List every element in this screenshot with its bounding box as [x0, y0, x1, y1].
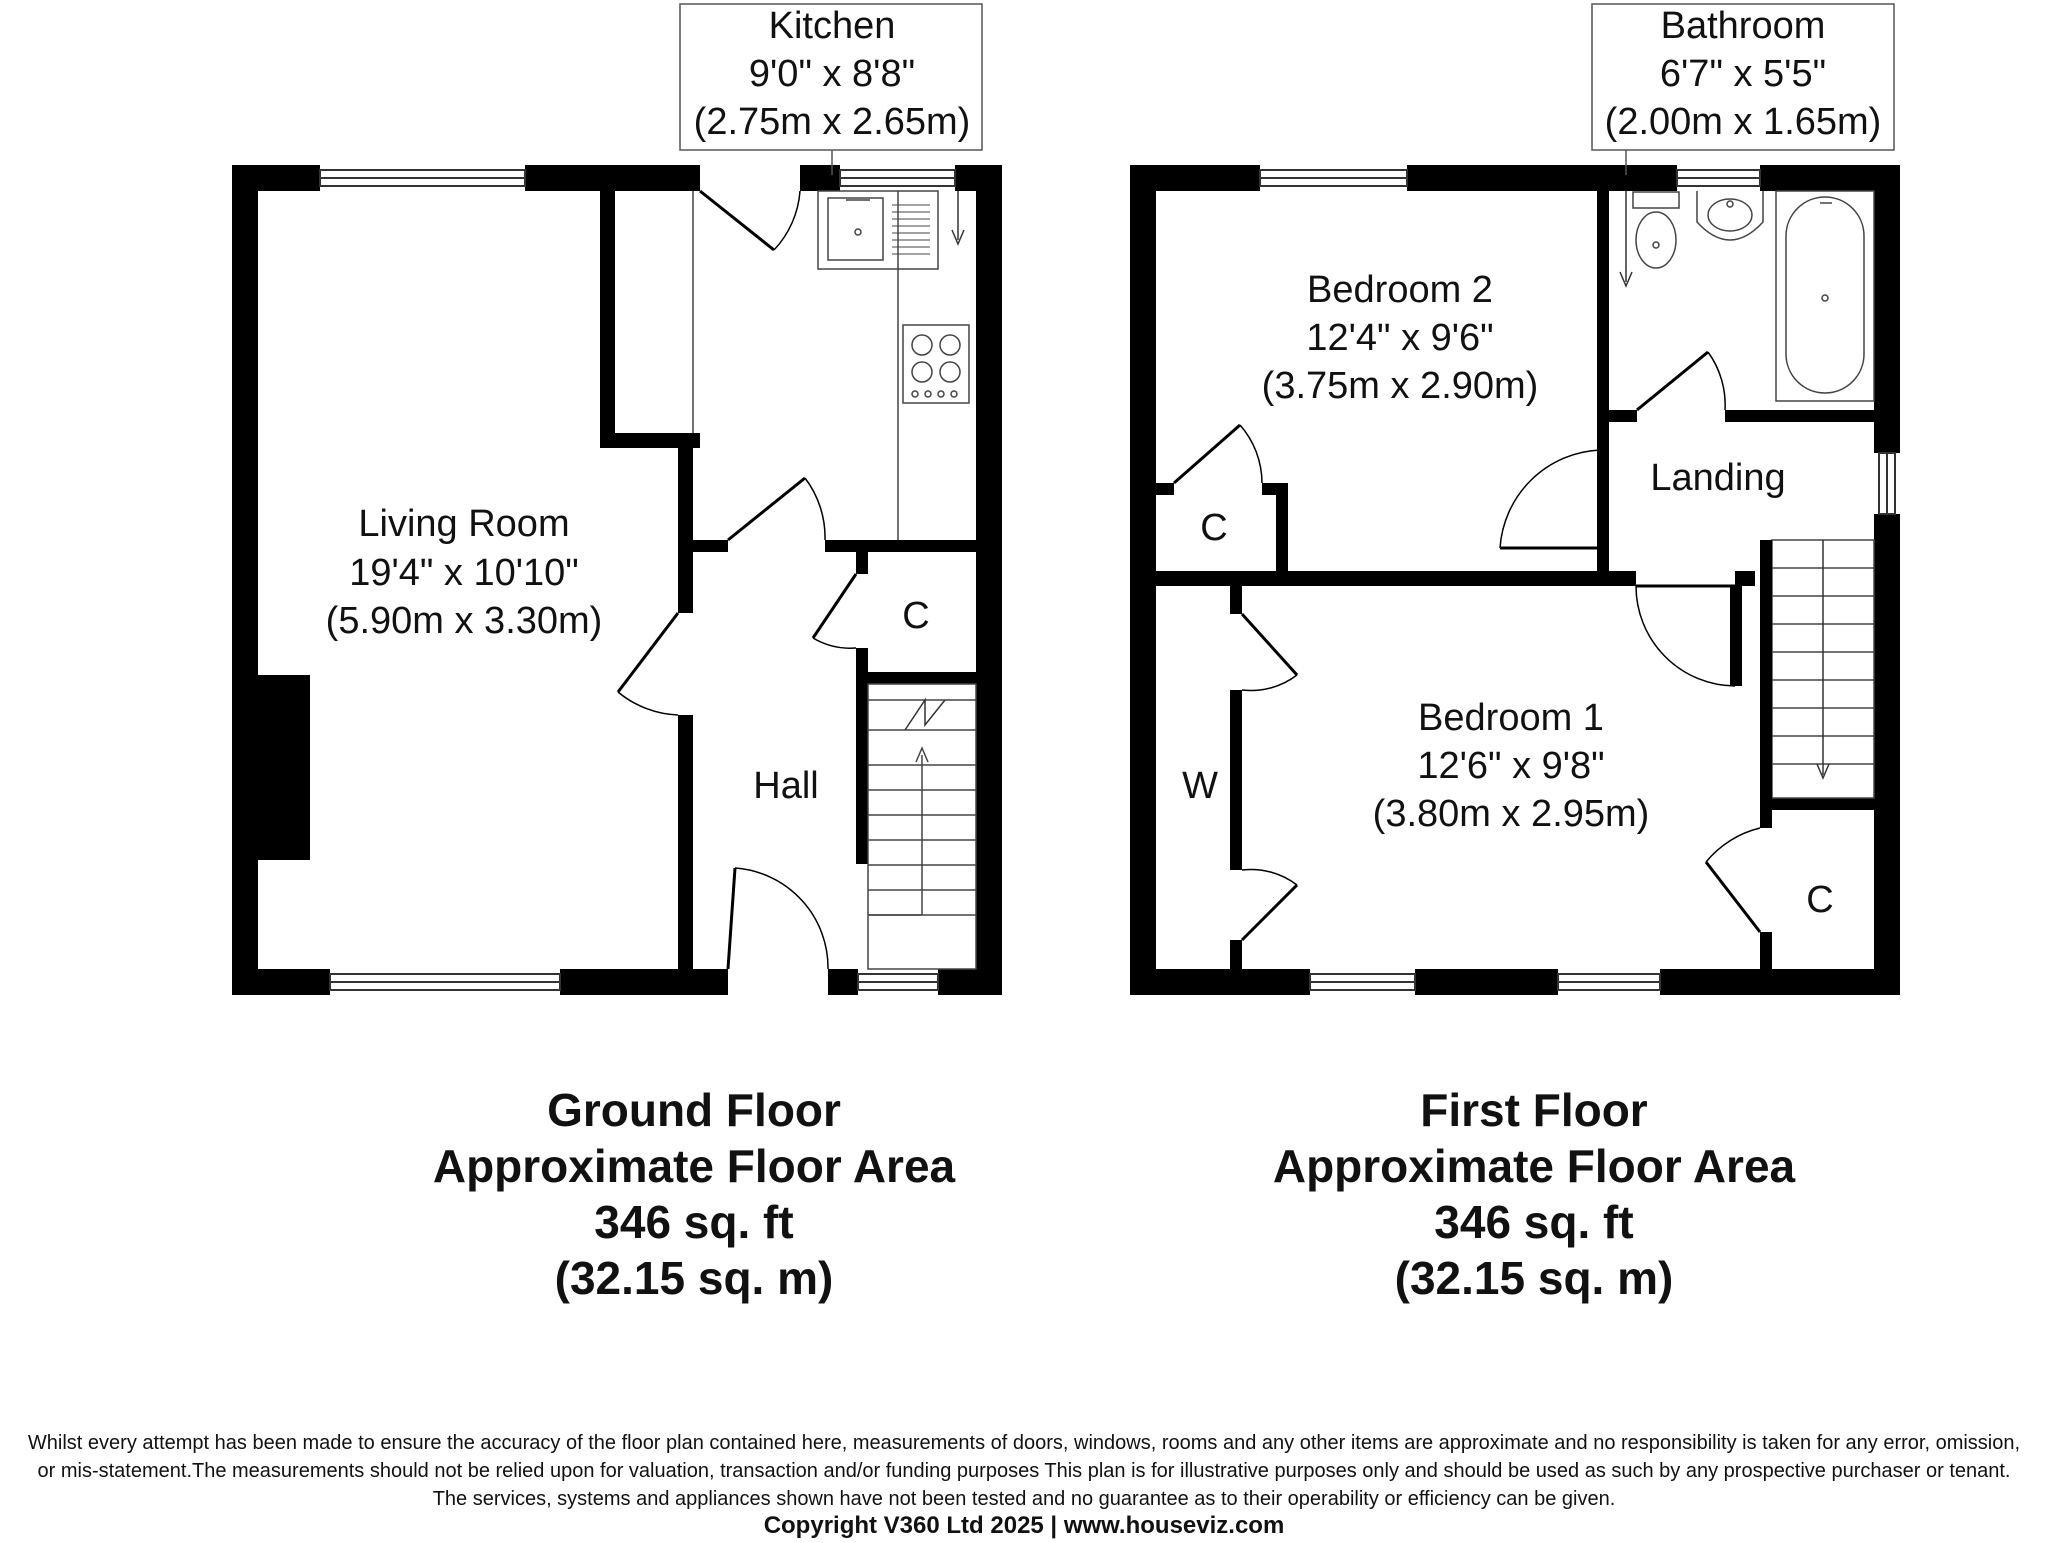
living-room-imperial: 19'4" x 10'10": [349, 552, 579, 594]
bedroom2-name: Bedroom 2: [1307, 269, 1493, 311]
bedroom2-metric: (3.75m x 2.90m): [1262, 365, 1539, 407]
ground-floor-windows: [319, 169, 956, 991]
ground-floor-title: Ground Floor: [547, 1084, 841, 1136]
bedroom2-imperial: 12'4" x 9'6": [1306, 317, 1493, 359]
ground-floor-walls: [232, 165, 1002, 995]
bathroom-imperial: 6'7" x 5'5": [1660, 53, 1826, 95]
copyright: Copyright V360 Ltd 2025 | www.houseviz.c…: [763, 1512, 1285, 1539]
disclaimer-line-3: The services, systems and appliances sho…: [432, 1488, 1616, 1510]
first-floor-walls: [1130, 165, 1900, 995]
kitchen-fittings: [692, 190, 970, 540]
hob-icon: [902, 324, 970, 404]
first-floor-stairs: [1771, 539, 1875, 799]
first-floor-doors: [1173, 350, 1762, 942]
gf-cupboard-name: C: [902, 595, 929, 637]
disclaimer-line-2: or mis-statement.The measurements should…: [37, 1460, 2011, 1482]
first-floor-windows: [1259, 169, 1896, 991]
bathroom-fittings: [1619, 190, 1875, 402]
living-room-name: Living Room: [358, 503, 569, 545]
ground-floor-plan: Kitchen 9'0" x 8'8" (2.75m x 2.65m) Livi…: [232, 3, 1002, 1304]
first-floor-title: First Floor: [1420, 1084, 1648, 1136]
washbasin-icon: [1696, 191, 1764, 241]
first-floor-area-sqft: 346 sq. ft: [1434, 1196, 1633, 1248]
living-room-metric: (5.90m x 3.30m): [326, 600, 603, 642]
bathroom-name: Bathroom: [1661, 5, 1826, 47]
bedroom1-name: Bedroom 1: [1418, 697, 1604, 739]
ff-cupboard-2-name: C: [1806, 879, 1833, 921]
kitchen-label-box: Kitchen 9'0" x 8'8" (2.75m x 2.65m): [679, 3, 983, 175]
bedroom1-metric: (3.80m x 2.95m): [1373, 793, 1650, 835]
first-floor-plan: Bathroom 6'7" x 5'5" (2.00m x 1.65m) Bed…: [1130, 3, 1900, 1304]
ground-floor-doors: [616, 189, 858, 970]
ground-floor-subtitle: Approximate Floor Area: [433, 1140, 956, 1192]
kitchen-imperial: 9'0" x 8'8": [749, 53, 915, 95]
kitchen-name: Kitchen: [769, 5, 896, 47]
first-floor-subtitle: Approximate Floor Area: [1273, 1140, 1796, 1192]
ground-floor-area-sqft: 346 sq. ft: [594, 1196, 793, 1248]
kitchen-metric: (2.75m x 2.65m): [694, 101, 971, 143]
landing-name: Landing: [1650, 457, 1785, 499]
sink-icon: [817, 190, 939, 270]
ff-cupboard-1-name: C: [1200, 507, 1227, 549]
hall-name: Hall: [753, 765, 818, 807]
ground-floor-area-sqm: (32.15 sq. m): [555, 1252, 834, 1304]
toilet-icon: [1632, 191, 1680, 269]
bathroom-metric: (2.00m x 1.65m): [1605, 101, 1882, 143]
bathroom-label-box: Bathroom 6'7" x 5'5" (2.00m x 1.65m): [1591, 3, 1895, 175]
first-floor-area-sqm: (32.15 sq. m): [1395, 1252, 1674, 1304]
disclaimer-line-1: Whilst every attempt has been made to en…: [27, 1432, 2021, 1454]
bedroom1-imperial: 12'6" x 9'8": [1417, 745, 1604, 787]
wardrobe-name: W: [1182, 765, 1218, 807]
ground-floor-stairs: [867, 683, 977, 970]
bath-icon: [1775, 190, 1875, 402]
